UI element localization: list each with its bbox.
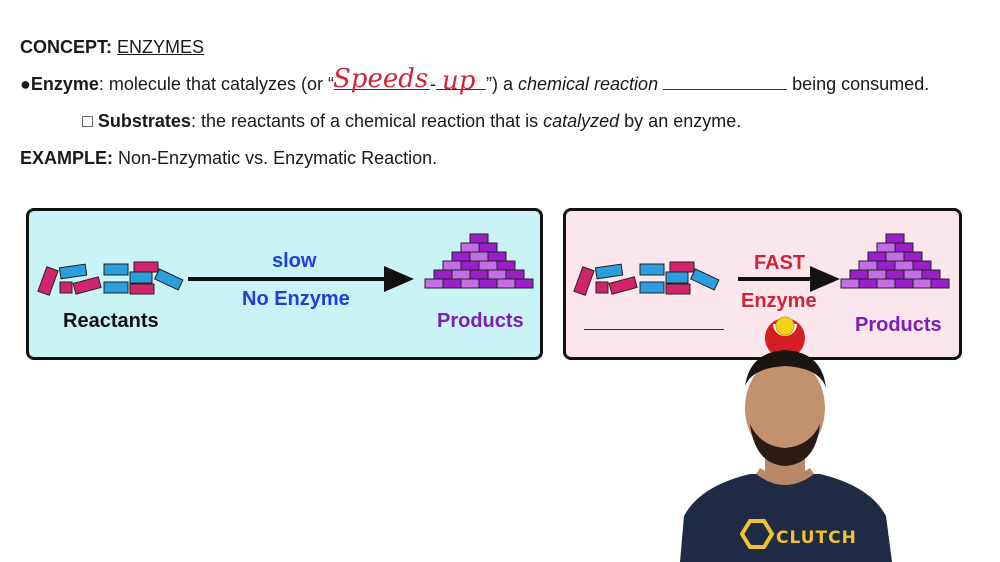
- no-enzyme-label: No Enzyme: [242, 288, 350, 310]
- blank-up: [436, 76, 486, 90]
- catalyzed-text: catalyzed: [543, 111, 620, 131]
- handwritten-up: up: [442, 66, 476, 96]
- reactants-blank-right: [584, 329, 724, 330]
- substrates-term: Substrates: [97, 111, 191, 131]
- presenter-shirt-logo: CLUTCH: [776, 528, 857, 548]
- concept-label: CONCEPT:: [20, 37, 113, 57]
- blank-speeds: [334, 76, 430, 90]
- dash: -: [430, 74, 436, 94]
- reaction-arrow-left: [188, 266, 414, 292]
- concept-heading: CONCEPT: ENZYMES: [20, 37, 204, 58]
- enzyme-term: Enzyme: [30, 74, 99, 94]
- bullet: ●: [20, 74, 31, 94]
- reaction-arrow-right: [738, 266, 840, 292]
- enzyme-text-2: ”) a: [486, 74, 519, 94]
- enzyme-text-3: being consumed.: [792, 74, 930, 94]
- checkbox-bullet: □: [82, 111, 93, 131]
- substrates-text-1: : the reactants of a chemical reaction t…: [190, 111, 544, 131]
- handwritten-speeds: Speeds: [333, 64, 429, 94]
- enzyme-definition: ●Enzyme: molecule that catalyzes (or “ - ”…: [20, 74, 929, 95]
- example-text: Non-Enzymatic vs. Enzymatic Reaction.: [118, 148, 438, 168]
- substrates-text-2: by an enzyme.: [619, 111, 742, 131]
- enzyme-label: Enzyme: [741, 290, 817, 312]
- presenter-video: [680, 350, 892, 562]
- products-pyramid-right: [840, 233, 950, 289]
- products-pyramid-left: [424, 233, 534, 289]
- example-heading: EXAMPLE: Non-Enzymatic vs. Enzymatic Rea…: [20, 148, 437, 169]
- slow-label: slow: [272, 250, 317, 272]
- substrates-definition: □ Substrates: the reactants of a chemica…: [82, 111, 741, 132]
- reactants-blocks-left: [37, 261, 184, 296]
- reactants-blocks-right: [573, 261, 720, 296]
- fast-label: FAST: [754, 252, 806, 274]
- concept-value: ENZYMES: [117, 37, 205, 57]
- blank-without: [663, 76, 788, 90]
- enzyme-icon: [764, 316, 805, 358]
- enzyme-text-1: : molecule that catalyzes (or “: [98, 74, 334, 94]
- example-label: EXAMPLE:: [20, 148, 114, 168]
- products-label-right: Products: [855, 314, 942, 336]
- chemical-reaction-text: chemical reaction: [518, 74, 659, 94]
- reactants-label: Reactants: [63, 310, 159, 332]
- products-label-left: Products: [437, 310, 524, 332]
